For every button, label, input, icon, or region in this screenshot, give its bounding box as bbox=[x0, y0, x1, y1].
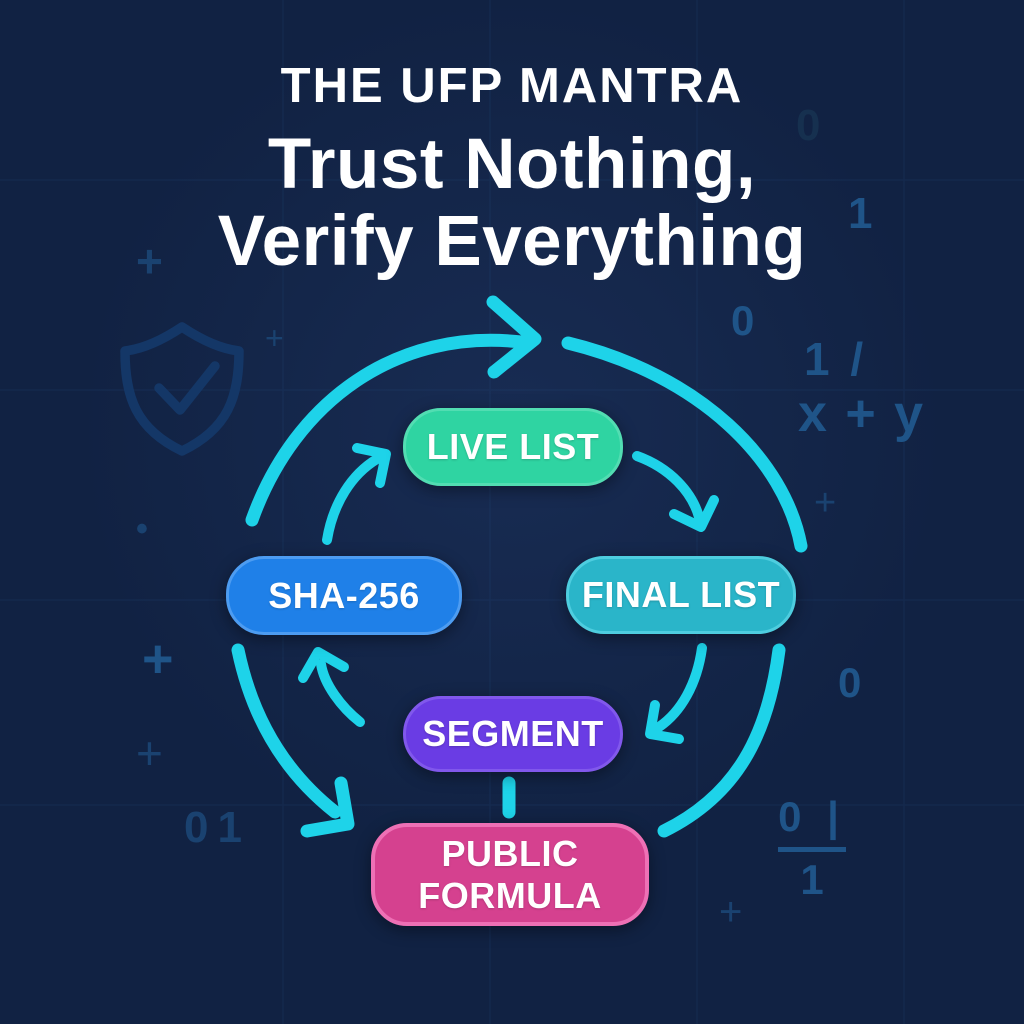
segment-to-sha-arrowhead bbox=[298, 647, 349, 683]
x-plus-y-decoration: x + y bbox=[798, 385, 926, 443]
node-live-list: LIVE LIST bbox=[403, 408, 623, 486]
zero-decoration-right-lower: 0 bbox=[838, 659, 862, 706]
plus-decoration-mid-left: + bbox=[142, 629, 174, 689]
node-final-list-label: FINAL LIST bbox=[581, 574, 781, 615]
node-final-list: FINAL LIST bbox=[566, 556, 796, 634]
node-segment: SEGMENT bbox=[403, 696, 623, 772]
outer-arc-bottom-right bbox=[657, 643, 786, 838]
outer-arc-top-right bbox=[561, 336, 808, 553]
node-sha-256-label: SHA-256 bbox=[268, 574, 420, 616]
title-headline: Trust Nothing, Verify Everything bbox=[0, 126, 1024, 280]
outer-arc-top-arrowhead bbox=[486, 295, 542, 379]
title-block: THE UFP MANTRA Trust Nothing, Verify Eve… bbox=[0, 58, 1024, 280]
sha-to-live-arrow bbox=[322, 454, 382, 545]
title-line-1: Trust Nothing, bbox=[267, 125, 757, 204]
one-slash-decoration-right: 1 / bbox=[804, 333, 868, 385]
cycle-arrows bbox=[231, 295, 808, 838]
final-to-segment-arrow bbox=[654, 643, 707, 732]
title-eyebrow: THE UFP MANTRA bbox=[280, 59, 744, 113]
segment-to-sha-arrow bbox=[316, 659, 365, 727]
binary-decoration-bottom-left: 01 bbox=[184, 803, 251, 852]
zero-decoration-right: 0 bbox=[731, 297, 755, 344]
node-sha-256: SHA-256 bbox=[226, 556, 462, 635]
sha-to-live-arrowhead bbox=[352, 443, 391, 488]
live-to-final-arrow bbox=[632, 451, 704, 522]
node-segment-label: SEGMENT bbox=[422, 713, 604, 754]
plus-decoration-mid-left-thin: + bbox=[136, 727, 163, 779]
plus-decoration-right: + bbox=[814, 482, 837, 524]
live-to-final-arrowhead bbox=[669, 495, 719, 532]
node-public-formula-label: PUBLIC FORMULA bbox=[418, 832, 602, 916]
shield-check-icon bbox=[120, 322, 244, 456]
outer-arc-top-left bbox=[245, 333, 528, 527]
node-public-formula: PUBLIC FORMULA bbox=[371, 823, 649, 926]
fraction-decoration-bottom-right: 0 | 1 bbox=[778, 796, 846, 901]
fraction-denominator: 1 bbox=[800, 856, 824, 903]
final-to-segment-arrowhead bbox=[645, 700, 684, 744]
outer-arc-bottom-left bbox=[231, 643, 342, 819]
dot-decoration-left: • bbox=[136, 510, 148, 548]
outer-arc-bottom-left-arrowhead bbox=[300, 776, 355, 838]
plus-decoration-top-left: + bbox=[136, 235, 163, 287]
zero-decoration-top-right: 0 bbox=[796, 101, 821, 150]
plus-decoration-upper-left-small: + bbox=[265, 320, 284, 356]
one-decoration-top-right: 1 bbox=[848, 189, 873, 238]
node-live-list-label: LIVE LIST bbox=[426, 426, 600, 467]
plus-decoration-bottom-right: + bbox=[719, 890, 743, 934]
title-line-2: Verify Everything bbox=[217, 202, 807, 281]
fraction-numerator: 0 | bbox=[778, 796, 846, 852]
